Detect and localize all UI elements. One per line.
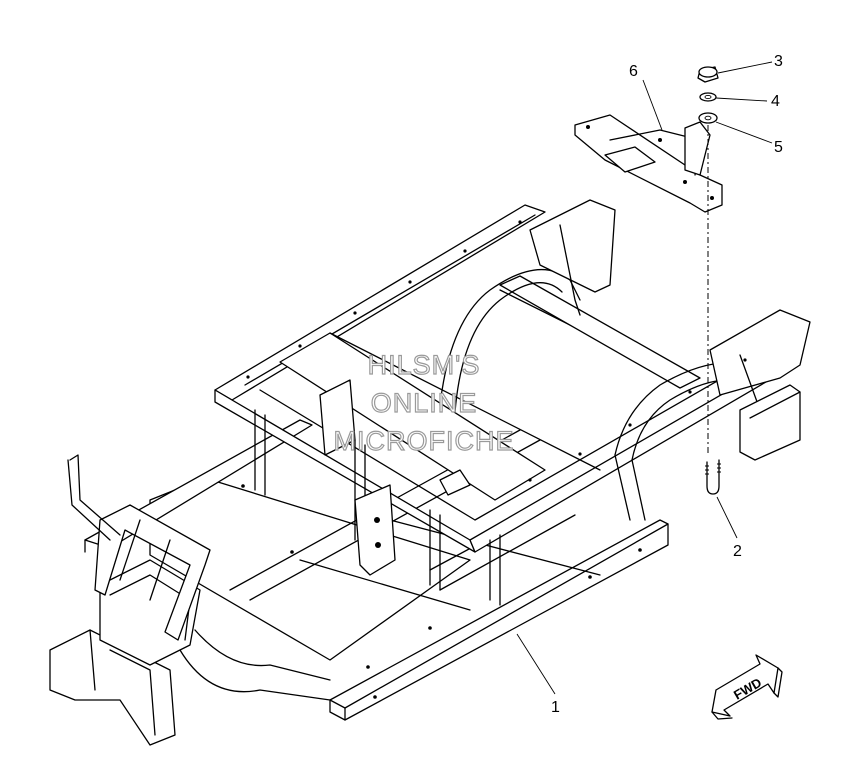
bracket-plate (574, 114, 723, 213)
lock-washer (699, 92, 717, 102)
callout-2: 2 (733, 543, 742, 560)
fwd-arrow-icon (711, 654, 779, 717)
watermark: HILSM'S ONLINE MICROFICHE (333, 349, 515, 456)
upper-frame (214, 199, 811, 606)
callout-6: 6 (629, 63, 638, 80)
watermark-line-3: MICROFICHE (334, 426, 515, 456)
nut (697, 66, 719, 83)
callout-1: 1 (551, 699, 560, 716)
callout-5: 5 (774, 139, 783, 156)
watermark-line-1: HILSM'S (368, 350, 481, 380)
main-frame (49, 419, 669, 746)
callout-4: 4 (771, 93, 780, 110)
leader-lines (516, 61, 773, 695)
callout-3: 3 (774, 53, 783, 70)
u-bolt (705, 459, 721, 495)
callouts: 1 2 3 4 5 6 (551, 53, 783, 716)
fwd-arrow: FWD (711, 654, 783, 720)
watermark-line-2: ONLINE (371, 388, 478, 418)
flat-washer (698, 112, 718, 124)
